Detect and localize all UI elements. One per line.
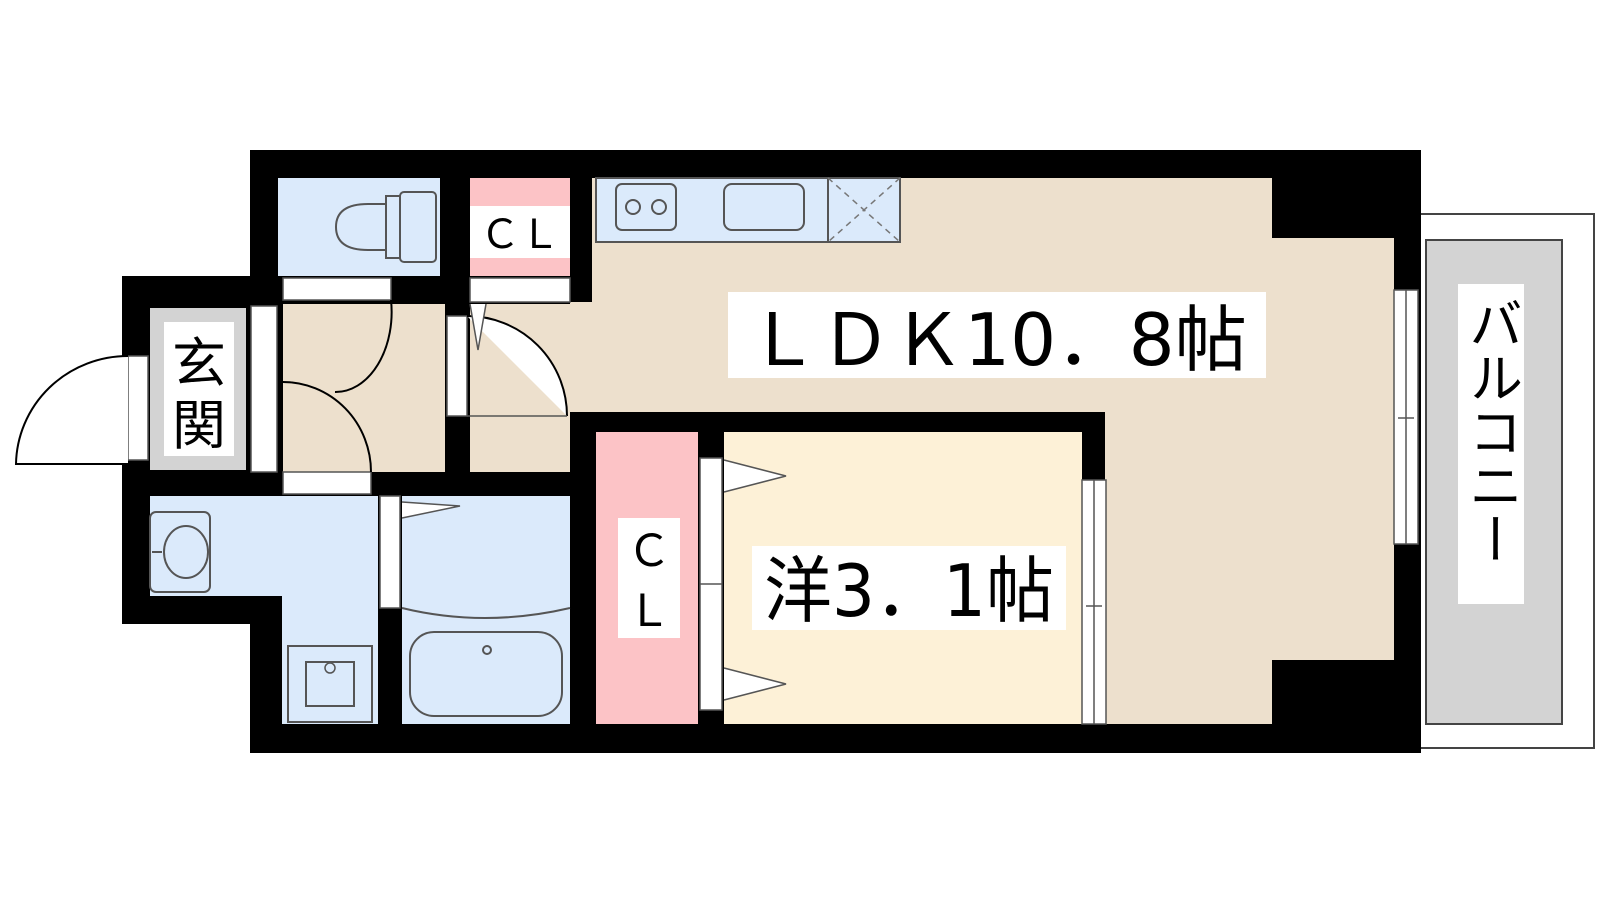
hallway-floor [283, 304, 445, 472]
washing-machine-space-icon [287, 645, 373, 723]
doors [14, 277, 1419, 725]
balcony-label: バルコニー [1460, 296, 1523, 566]
top-closet-label: ＣＬ [480, 212, 560, 258]
bathroom-floor [402, 496, 570, 724]
bathroom-door-frame [379, 495, 401, 609]
ldk-door-frame [446, 315, 468, 417]
room-closet-label-line1: Ｃ [627, 526, 671, 577]
ldk-door-swing [466, 315, 568, 417]
entrance-label-line1: 玄 [172, 332, 226, 395]
top-closet-door-leaf [469, 303, 487, 351]
toilet-floor [278, 178, 440, 276]
room-closet-door-leaf [723, 459, 787, 493]
bathtub-icon [401, 607, 571, 717]
entrance-label-bg [164, 322, 234, 456]
entrance-door-frame [127, 355, 149, 461]
toilet-door-frame [282, 277, 392, 301]
toilet-icon [334, 191, 437, 263]
stove-burner-icon [651, 199, 667, 215]
top-closet-label-bg [470, 206, 570, 258]
stove-burner-icon [625, 199, 641, 215]
fridge-space-icon [827, 177, 901, 243]
kitchen-counter [595, 177, 901, 243]
ldk-label: ＬＤＫ10．8帖 [747, 298, 1247, 382]
kitchen-counter-top [595, 177, 901, 243]
fridge-cross-line [827, 177, 901, 243]
entrance-label-line2: 関 [172, 394, 226, 457]
sink-icon [723, 183, 805, 231]
toilet-door-swing [334, 299, 393, 394]
washroom-door-swing [282, 381, 372, 473]
washbasin-icon [149, 511, 211, 593]
washroom-door-frame [282, 471, 372, 495]
room-floors [150, 178, 1394, 724]
western-room-label-bg [752, 546, 1066, 630]
fixtures [149, 191, 571, 723]
stove-icon [615, 183, 677, 231]
entrance-partition [250, 305, 278, 473]
room-labels: ＣＬ 玄 関 ＬＤＫ10．8帖 Ｃ Ｌ 洋3．1帖 [164, 206, 1266, 638]
balcony-label-bg [1458, 284, 1524, 604]
ldk-label-bg [728, 292, 1266, 378]
entrance-door-swing [14, 355, 129, 465]
room-closet-label-line2: Ｌ [627, 586, 671, 637]
western-room-label: 洋3．1帖 [764, 549, 1054, 633]
bathroom-door-leaf [401, 501, 461, 519]
top-closet-door-frame [469, 277, 571, 303]
room-closet-door-leaf [723, 667, 787, 701]
balcony: バルコニー [1419, 213, 1595, 749]
room-closet-label-bg [618, 518, 680, 638]
